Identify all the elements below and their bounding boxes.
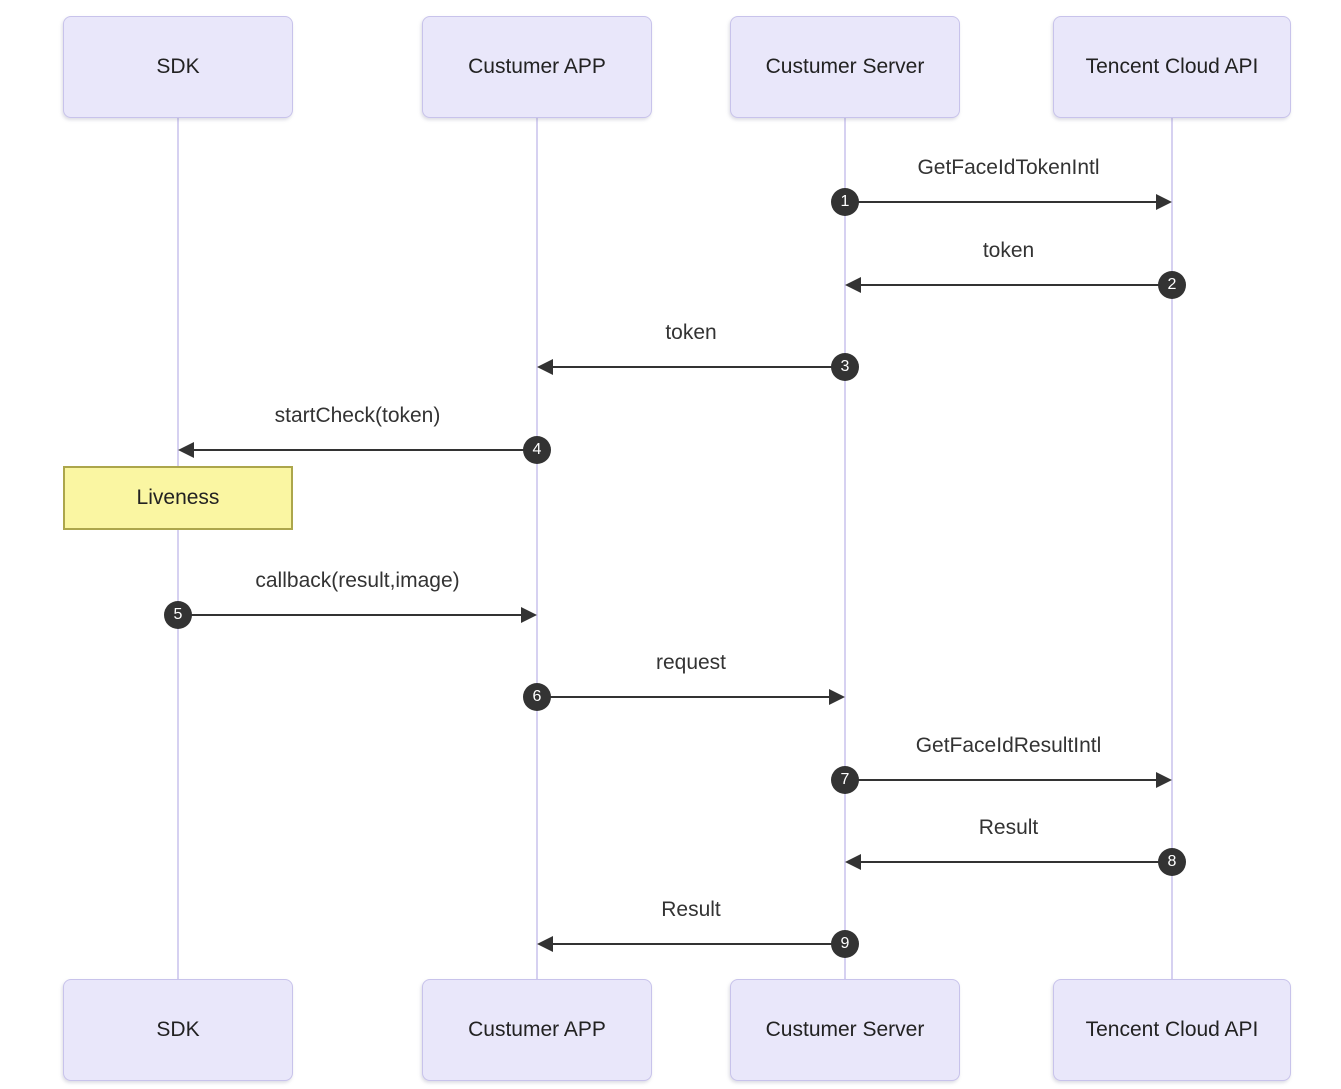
message-label-6: request xyxy=(655,651,727,674)
message-line-3 xyxy=(541,366,845,368)
sequence-badge-8: 8 xyxy=(1158,848,1186,876)
message-label-2: token xyxy=(982,239,1035,262)
lifeline-app xyxy=(536,118,538,979)
message-line-1 xyxy=(845,201,1168,203)
sequence-badge-9: 9 xyxy=(831,930,859,958)
message-line-4 xyxy=(182,449,537,451)
arrowhead-1 xyxy=(1156,194,1172,210)
message-label-4: startCheck(token) xyxy=(274,404,441,427)
arrowhead-6 xyxy=(829,689,845,705)
arrowhead-8 xyxy=(845,854,861,870)
message-label-7: GetFaceIdResultIntl xyxy=(915,734,1102,757)
actor-top-server: Custumer Server xyxy=(730,16,960,118)
message-line-2 xyxy=(849,284,1172,286)
arrowhead-5 xyxy=(521,607,537,623)
arrowhead-4 xyxy=(178,442,194,458)
message-line-6 xyxy=(537,696,841,698)
message-label-5: callback(result,image) xyxy=(255,569,460,592)
actor-bottom-api: Tencent Cloud API xyxy=(1053,979,1291,1081)
sequence-badge-5: 5 xyxy=(164,601,192,629)
lifeline-api xyxy=(1171,118,1173,979)
actor-top-app: Custumer APP xyxy=(422,16,652,118)
message-line-7 xyxy=(845,779,1168,781)
arrowhead-2 xyxy=(845,277,861,293)
actor-top-sdk: SDK xyxy=(63,16,293,118)
sequence-badge-1: 1 xyxy=(831,188,859,216)
sequence-badge-7: 7 xyxy=(831,766,859,794)
note-liveness: Liveness xyxy=(63,466,293,530)
lifeline-sdk xyxy=(177,118,179,979)
message-line-8 xyxy=(849,861,1172,863)
message-line-9 xyxy=(541,943,845,945)
message-label-9: Result xyxy=(661,898,721,921)
arrowhead-7 xyxy=(1156,772,1172,788)
arrowhead-3 xyxy=(537,359,553,375)
message-label-1: GetFaceIdTokenIntl xyxy=(917,156,1100,179)
sequence-badge-6: 6 xyxy=(523,683,551,711)
arrowhead-9 xyxy=(537,936,553,952)
message-label-8: Result xyxy=(978,816,1039,839)
message-label-3: token xyxy=(665,321,717,344)
message-line-5 xyxy=(178,614,533,616)
actor-bottom-server: Custumer Server xyxy=(730,979,960,1081)
actor-bottom-sdk: SDK xyxy=(63,979,293,1081)
actor-top-api: Tencent Cloud API xyxy=(1053,16,1291,118)
actor-bottom-app: Custumer APP xyxy=(422,979,652,1081)
sequence-badge-2: 2 xyxy=(1158,271,1186,299)
lifeline-server xyxy=(844,118,846,979)
sequence-badge-4: 4 xyxy=(523,436,551,464)
sequence-badge-3: 3 xyxy=(831,353,859,381)
